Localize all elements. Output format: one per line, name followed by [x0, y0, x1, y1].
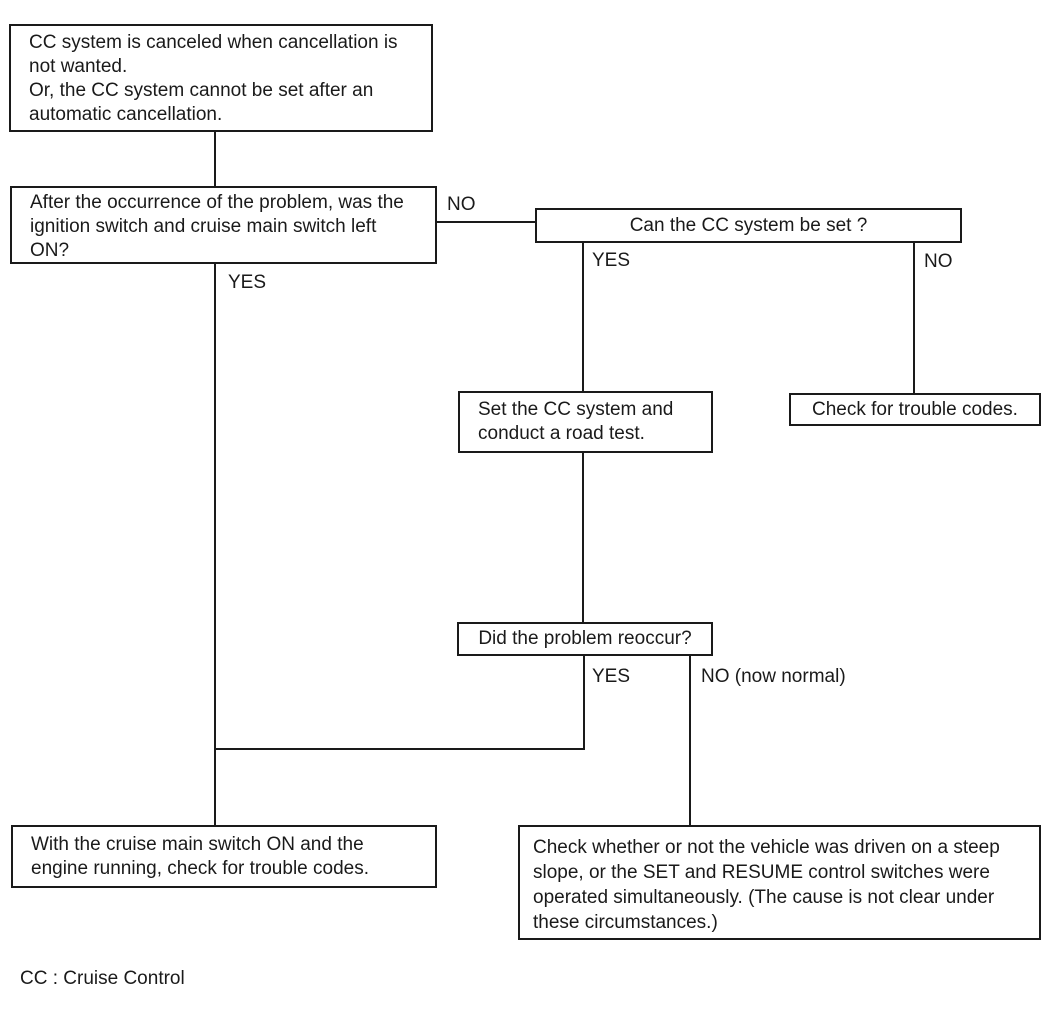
node-engine-running-check-codes: With the cruise main switch ON and the e…	[11, 825, 437, 888]
node-set-cc-road-test-text: conduct a road test.	[478, 423, 645, 444]
connector-canset-yes-branch	[582, 243, 584, 393]
node-check-steep-slope-text: Check whether or not the vehicle was dri…	[533, 837, 1000, 858]
node-question-ignition-text: ON?	[30, 240, 70, 261]
node-question-ignition-text: ignition switch and cruise main switch l…	[30, 216, 377, 237]
branch-label-ignition-no: NO	[447, 194, 476, 215]
branch-label-reoccur-no: NO (now normal)	[701, 666, 846, 687]
connector-canset-no-branch	[913, 243, 915, 393]
node-check-steep-slope-text: these circumstances.)	[533, 912, 718, 933]
branch-label-canset-yes: YES	[592, 250, 631, 271]
node-symptom-text: automatic cancellation.	[29, 104, 223, 125]
node-symptom-text: not wanted.	[29, 56, 128, 77]
node-check-trouble-codes: Check for trouble codes.	[789, 393, 1041, 426]
node-engine-running-check-codes-text: With the cruise main switch ON and the	[31, 834, 364, 855]
connector-reoccur-yes-branch	[583, 656, 585, 750]
node-question-can-cc-be-set-text: Can the CC system be set ?	[629, 214, 868, 236]
node-symptom: CC system is canceled when cancellation …	[9, 24, 433, 132]
node-engine-running-check-codes-text: engine running, check for trouble codes.	[31, 858, 369, 879]
connector-roadtest-to-reoccur	[582, 453, 584, 624]
node-question-problem-reoccur: Did the problem reoccur?	[457, 622, 713, 656]
connector-symptom-to-ignition	[214, 132, 216, 186]
node-check-steep-slope-text: operated simultaneously. (The cause is n…	[533, 887, 995, 908]
connector-reoccur-yes-join	[214, 748, 585, 750]
node-check-steep-slope-text: slope, or the SET and RESUME control swi…	[533, 862, 990, 883]
connector-reoccur-no-branch	[689, 656, 691, 827]
connector-ignition-yes-branch	[214, 264, 216, 825]
node-question-ignition-text: After the occurrence of the problem, was…	[30, 192, 404, 213]
branch-label-canset-no: NO	[924, 251, 953, 272]
branch-label-reoccur-yes: YES	[592, 666, 631, 687]
node-check-steep-slope: Check whether or not the vehicle was dri…	[518, 825, 1041, 940]
node-question-can-cc-be-set: Can the CC system be set ?	[535, 208, 962, 243]
node-check-trouble-codes-text: Check for trouble codes.	[812, 398, 1018, 420]
node-set-cc-road-test: Set the CC system and conduct a road tes…	[458, 391, 713, 453]
node-symptom-text: Or, the CC system cannot be set after an	[29, 80, 374, 101]
node-symptom-text: CC system is canceled when cancellation …	[29, 32, 398, 53]
node-question-problem-reoccur-text: Did the problem reoccur?	[478, 628, 692, 649]
node-set-cc-road-test-text: Set the CC system and	[478, 399, 674, 420]
connector-ignition-no-branch	[437, 221, 537, 223]
branch-label-ignition-yes: YES	[228, 272, 267, 293]
node-question-ignition-left-on: After the occurrence of the problem, was…	[10, 186, 437, 264]
legend-cc-cruise-control: CC : Cruise Control	[20, 968, 185, 989]
